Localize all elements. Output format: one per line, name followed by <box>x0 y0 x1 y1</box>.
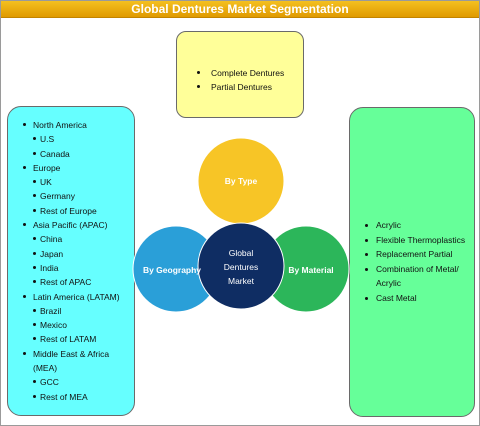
material-item: Acrylic <box>350 218 474 233</box>
type-item: Partial Dentures <box>197 80 303 94</box>
diagram-title: Global Dentures Market Segmentation <box>1 1 479 18</box>
geography-region-item: Asia Pacific (APAC) <box>8 218 134 232</box>
material-item: Flexible Thermoplastics <box>350 233 474 248</box>
center-label-line: Global <box>229 248 254 258</box>
geography-region-item: (MEA) <box>33 363 58 374</box>
center-label-line: Dentures <box>224 262 259 272</box>
material-item: Cast Metal <box>350 291 474 306</box>
material-box: Acrylic Flexible Thermoplastics Replacem… <box>349 107 475 417</box>
material-item-continuation: Acrylic <box>376 278 402 288</box>
material-circle-label: By Material <box>288 265 333 275</box>
geography-country-item: Rest of APAC <box>8 275 134 289</box>
geography-country-item: Japan <box>8 247 134 261</box>
geography-country-item: China <box>8 232 134 246</box>
material-list: Acrylic Flexible Thermoplastics Replacem… <box>350 108 474 305</box>
center-label-line: Market <box>228 276 255 286</box>
geography-country-item: Brazil <box>8 304 134 318</box>
geography-country-item: U.S <box>8 132 134 146</box>
geography-country-item: UK <box>8 175 134 189</box>
material-item: Replacement Partial <box>350 247 474 262</box>
material-item: Combination of Metal/ <box>350 262 474 277</box>
geography-country-item: India <box>8 261 134 275</box>
geography-country-item: Canada <box>8 147 134 161</box>
center-circle <box>197 222 285 310</box>
geography-country-item: Rest of MEA <box>8 390 134 404</box>
geography-region-item: Middle East & Africa <box>8 347 134 361</box>
geography-circle-label: By Geography <box>143 265 201 275</box>
geography-region-item: Europe <box>8 161 134 175</box>
type-list: Complete Dentures Partial Dentures <box>177 32 303 94</box>
geography-country-item: Mexico <box>8 318 134 332</box>
type-box: Complete Dentures Partial Dentures <box>176 31 304 118</box>
geography-country-item: GCC <box>8 375 134 389</box>
geography-country-item: Germany <box>8 189 134 203</box>
geography-country-item: Rest of LATAM <box>8 332 134 346</box>
geography-region-item: Latin America (LATAM) <box>8 290 134 304</box>
type-item: Complete Dentures <box>197 66 303 80</box>
geography-country-item: Rest of Europe <box>8 204 134 218</box>
geography-region-item: North America <box>8 118 134 132</box>
type-circle-label: By Type <box>225 176 258 186</box>
